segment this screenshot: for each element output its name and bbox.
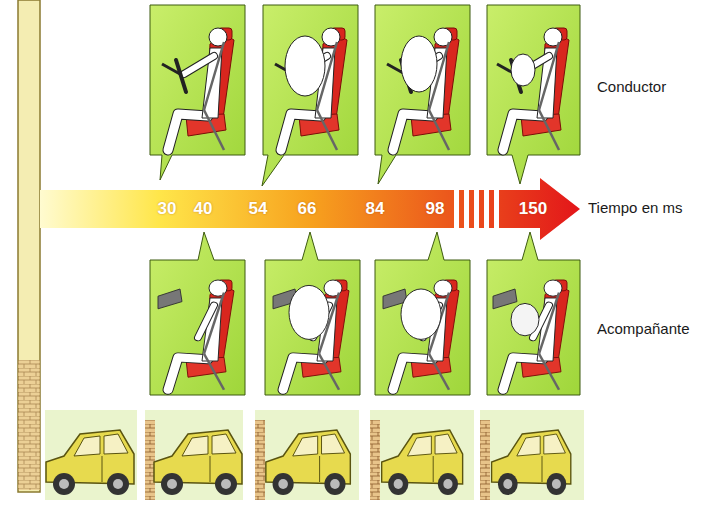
time-value: 54 [249, 199, 268, 219]
time-value: 40 [194, 199, 213, 219]
time-value: 66 [298, 199, 317, 219]
driver-panel [262, 5, 358, 186]
time-arrow: 30 40 54 66 84 98 150 [40, 178, 580, 240]
wall [18, 0, 40, 492]
driver-panel [487, 5, 580, 184]
time-value: 30 [158, 199, 177, 219]
time-value: 150 [519, 199, 547, 219]
axis-label: Tiempo en ms [588, 199, 682, 216]
row-label: Acompañante [597, 320, 690, 337]
crash-sequence [45, 410, 584, 500]
passenger-panel [487, 232, 580, 395]
time-value: 84 [366, 199, 385, 219]
passenger-panel [150, 232, 245, 395]
row-label: Conductor [597, 78, 666, 95]
passenger-panel [265, 232, 360, 395]
driver-panel [375, 5, 470, 184]
time-value: 98 [426, 199, 445, 219]
driver-panel [150, 5, 245, 180]
passenger-panel [375, 232, 470, 395]
